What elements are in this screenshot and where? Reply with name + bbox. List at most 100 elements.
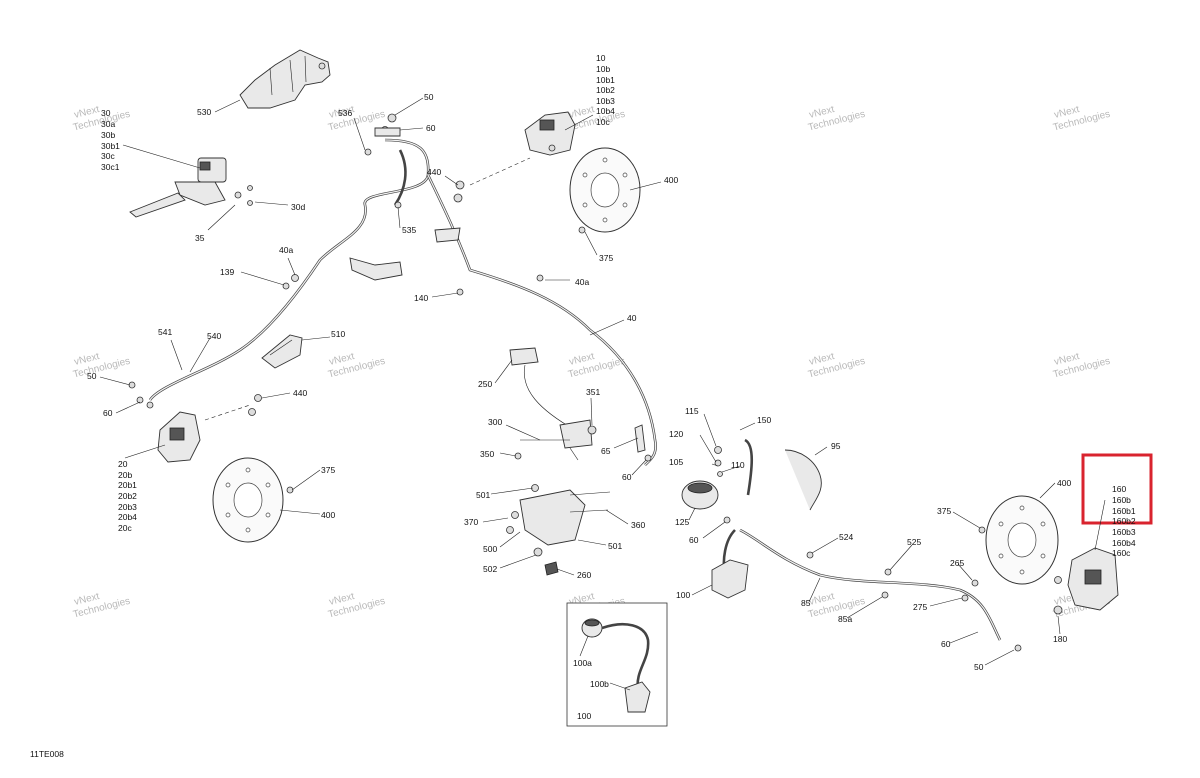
brake-pedal-assembly — [509, 347, 652, 462]
label-10c: 10c — [596, 117, 610, 127]
rear-master-cylinder — [681, 446, 822, 599]
label-375-top: 375 — [599, 253, 613, 263]
brake-disc-left — [212, 457, 294, 543]
label-30c1: 30c1 — [101, 162, 120, 172]
label-20b4: 20b4 — [118, 512, 137, 522]
label-50-top: 50 — [424, 92, 434, 102]
label-60-top: 60 — [426, 123, 436, 133]
label-250: 250 — [478, 379, 492, 389]
label-400-left: 400 — [321, 510, 335, 520]
mount-bracket-510 — [261, 334, 303, 369]
label-500: 500 — [483, 544, 497, 554]
label-10b3: 10b3 — [596, 96, 615, 106]
label-440-left: 440 — [293, 388, 307, 398]
label-541: 541 — [158, 327, 172, 337]
brake-hoses — [148, 138, 1002, 641]
label-10b1: 10b1 — [596, 75, 615, 85]
label-30a: 30a — [101, 119, 115, 129]
label-510: 510 — [331, 329, 345, 339]
label-10b: 10b — [596, 64, 610, 74]
label-265: 265 — [950, 558, 964, 568]
rear-caliper — [806, 547, 1119, 652]
pedal-bracket-500 — [506, 484, 611, 576]
label-501-bottom: 501 — [608, 541, 622, 551]
label-40a-right: 40a — [575, 277, 589, 287]
label-95: 95 — [831, 441, 841, 451]
label-160b: 160b — [1112, 495, 1131, 505]
label-350: 350 — [480, 449, 494, 459]
label-100-inset: 100 — [577, 711, 591, 721]
label-524: 524 — [839, 532, 853, 542]
label-60-rear: 60 — [941, 639, 951, 649]
label-120: 120 — [669, 429, 683, 439]
label-536: 536 — [338, 108, 352, 118]
label-60-mid: 60 — [689, 535, 699, 545]
label-30c: 30c — [101, 151, 115, 161]
label-400-rear: 400 — [1057, 478, 1071, 488]
label-110: 110 — [731, 460, 745, 470]
label-35: 35 — [195, 233, 205, 243]
label-115: 115 — [685, 406, 699, 416]
label-375-left: 375 — [321, 465, 335, 475]
label-150: 150 — [757, 415, 771, 425]
label-440-top: 440 — [427, 167, 441, 177]
label-275: 275 — [913, 602, 927, 612]
leader-lines — [99, 97, 1106, 691]
label-160b3: 160b3 — [1112, 527, 1136, 537]
label-40a-left: 40a — [279, 245, 293, 255]
label-30d: 30d — [291, 202, 305, 212]
label-40: 40 — [627, 313, 637, 323]
label-180: 180 — [1053, 634, 1067, 644]
front-caliper-left — [128, 381, 262, 463]
brake-disc-top — [569, 147, 641, 234]
label-85: 85 — [801, 598, 811, 608]
label-351: 351 — [586, 387, 600, 397]
diagram-code: 11TE008 — [30, 749, 64, 759]
master-cylinder-lever — [129, 157, 253, 218]
label-10b2: 10b2 — [596, 85, 615, 95]
label-160c: 160c — [1112, 548, 1131, 558]
fittings-top — [282, 113, 544, 296]
mount-bracket-530 — [239, 49, 331, 109]
label-65: 65 — [601, 446, 611, 456]
label-100: 100 — [676, 590, 690, 600]
label-60-pedal: 60 — [622, 472, 632, 482]
part-labels: 530 30 30a 30b 30b1 30c 30c1 30d 35 536 … — [30, 53, 1136, 759]
label-85a: 85a — [838, 614, 852, 624]
inset-box-100 — [566, 602, 668, 727]
label-50-left: 50 — [87, 371, 97, 381]
label-60-left: 60 — [103, 408, 113, 418]
label-30b: 30b — [101, 130, 115, 140]
label-535: 535 — [402, 225, 416, 235]
label-125: 125 — [675, 517, 689, 527]
label-10: 10 — [596, 53, 606, 63]
highlight-box — [1081, 453, 1153, 525]
label-20: 20 — [118, 459, 128, 469]
label-20c: 20c — [118, 523, 132, 533]
label-260: 260 — [577, 570, 591, 580]
label-20b3: 20b3 — [118, 502, 137, 512]
label-20b: 20b — [118, 470, 132, 480]
label-140: 140 — [414, 293, 428, 303]
label-30: 30 — [101, 108, 111, 118]
label-502: 502 — [483, 564, 497, 574]
label-105: 105 — [669, 457, 683, 467]
label-160b4: 160b4 — [1112, 538, 1136, 548]
brake-disc-rear — [978, 495, 1059, 585]
label-139: 139 — [220, 267, 234, 277]
label-540: 540 — [207, 331, 221, 341]
label-100b: 100b — [590, 679, 609, 689]
label-20b1: 20b1 — [118, 480, 137, 490]
label-160b2: 160b2 — [1112, 516, 1136, 526]
label-525: 525 — [907, 537, 921, 547]
label-10b4: 10b4 — [596, 106, 615, 116]
label-375-rear: 375 — [937, 506, 951, 516]
label-100a: 100a — [573, 658, 592, 668]
label-400-top: 400 — [664, 175, 678, 185]
label-20b2: 20b2 — [118, 491, 137, 501]
label-160b1: 160b1 — [1112, 506, 1136, 516]
label-501-top: 501 — [476, 490, 490, 500]
label-360: 360 — [631, 520, 645, 530]
label-530: 530 — [197, 107, 211, 117]
